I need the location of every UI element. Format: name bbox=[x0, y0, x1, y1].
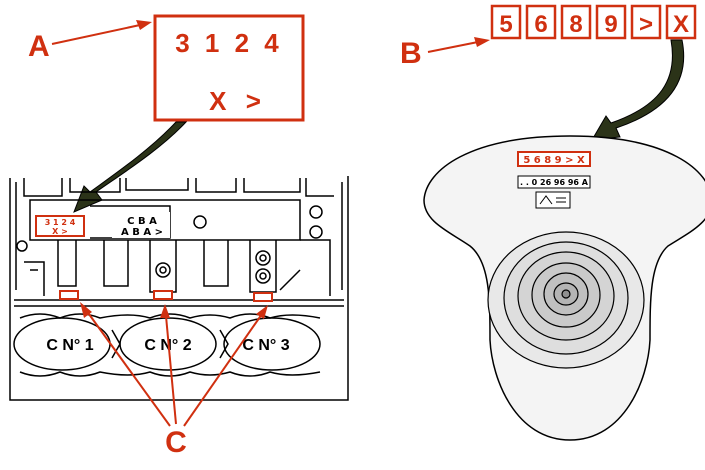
cylinder-label-1: C N° 1 bbox=[46, 337, 93, 354]
code-b-box-1 bbox=[490, 4, 522, 40]
callout-c-arrowhead-3 bbox=[256, 305, 268, 319]
curved-arrow-b bbox=[591, 39, 685, 141]
callout-c-label: C bbox=[165, 426, 187, 459]
callout-a-arrowhead bbox=[136, 20, 152, 30]
callout-c-leader-2 bbox=[165, 315, 177, 425]
engine-block bbox=[9, 176, 349, 401]
deck-mark-2 bbox=[153, 290, 173, 300]
callout-c-leader-1 bbox=[85, 309, 171, 427]
code-b-group: 5 6 8 9 > X bbox=[490, 4, 697, 40]
code-b-box-5 bbox=[630, 4, 662, 40]
code-box-a-line1: 3 1 2 4 bbox=[175, 28, 283, 58]
crank-pulley bbox=[487, 231, 645, 369]
crank-part-number: . . 0 26 96 96 A bbox=[520, 178, 589, 187]
callout-b-leader bbox=[427, 41, 479, 53]
crank-stamp-red bbox=[517, 151, 591, 167]
callout-a-leader bbox=[51, 24, 141, 45]
block-stamp-black-line2: A B A > bbox=[121, 227, 163, 238]
callout-a-label: A bbox=[28, 30, 50, 63]
code-b-char-1: 5 bbox=[499, 11, 512, 38]
code-box-a bbox=[153, 14, 305, 122]
block-stamp-red-line1: 3 1 2 4 bbox=[45, 218, 76, 227]
code-box-a-line2: X > bbox=[209, 86, 267, 116]
code-b-box-2 bbox=[525, 4, 557, 40]
crank-stamp-red-text: 5 6 8 9 > X bbox=[523, 155, 585, 166]
deck-mark-3 bbox=[253, 292, 273, 302]
callout-c-arrowhead-2 bbox=[160, 304, 170, 318]
callout-c-arrowhead-1 bbox=[80, 302, 92, 318]
code-b-char-2: 6 bbox=[534, 11, 547, 38]
code-b-char-5: > bbox=[639, 11, 653, 38]
code-b-box-4 bbox=[595, 4, 627, 40]
crank-part-number-box bbox=[517, 175, 591, 189]
callout-b-arrowhead bbox=[474, 37, 490, 47]
deck-mark-1 bbox=[59, 290, 79, 300]
code-b-box-3 bbox=[560, 4, 592, 40]
block-stamp-black-line1: C B A bbox=[127, 216, 157, 227]
block-stamp-red-line2: X > bbox=[52, 227, 68, 236]
cylinder-label-3: C N° 3 bbox=[242, 337, 289, 354]
block-stamp-red bbox=[35, 215, 85, 237]
crank-barcode-icon bbox=[535, 191, 571, 209]
callout-c-leader-3 bbox=[183, 313, 263, 427]
code-b-char-3: 8 bbox=[569, 11, 582, 38]
curved-arrow-a bbox=[73, 121, 188, 213]
code-b-char-4: 9 bbox=[604, 11, 617, 38]
block-stamp-black-bg bbox=[112, 212, 170, 238]
code-b-box-6 bbox=[665, 4, 697, 40]
callout-b-label: B bbox=[400, 37, 422, 70]
code-b-char-6: X bbox=[673, 11, 689, 38]
